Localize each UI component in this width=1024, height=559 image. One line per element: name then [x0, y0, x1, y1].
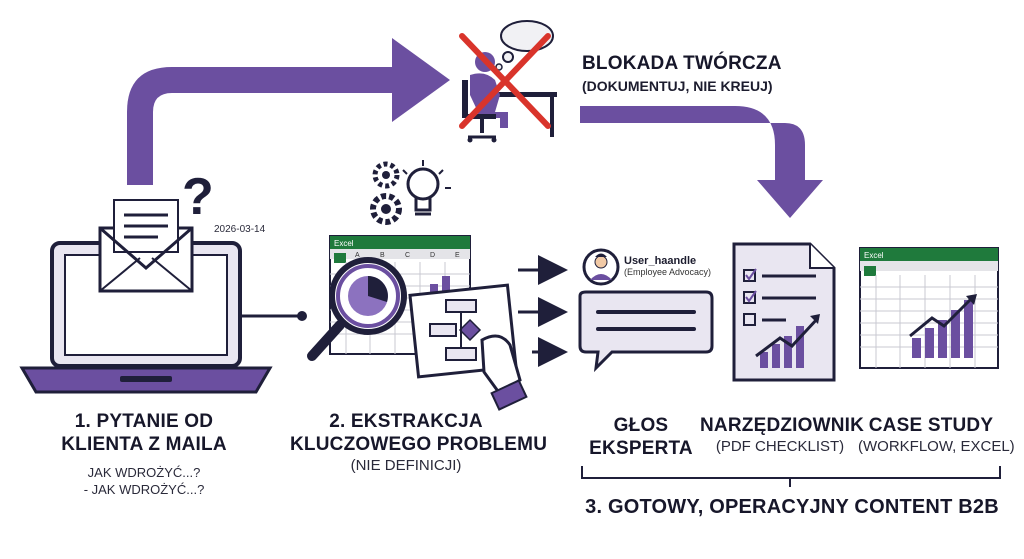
- magnifier-icon: [307, 257, 407, 361]
- excel-col-d: D: [430, 252, 435, 259]
- step1-title-line1: 1. PYTANIE OD: [74, 411, 214, 432]
- case-line1: CASE STUDY: [868, 415, 994, 436]
- toolkit-line1: NARZĘDZIOWNIK: [700, 415, 865, 436]
- blockade-subtitle: (DOKUMENTUJ, NIE KREUJ): [582, 78, 773, 94]
- toolkit-label: NARZĘDZIOWNIK (PDF CHECKLIST): [700, 414, 865, 456]
- profile-handle: User_haandle: [624, 255, 697, 267]
- step2-title-line1: 2. EKSTRAKCJA: [329, 411, 483, 432]
- question-mark-icon: ?: [182, 168, 214, 226]
- profile-label: User_haandle (Employee Advocacy): [624, 255, 711, 277]
- step2-note: (NIE DEFINICJI): [350, 457, 462, 474]
- voice-line1: GŁOS: [613, 415, 669, 436]
- gear-icon: [370, 161, 402, 225]
- step1-note-line1: JAK WDROŻYĆ...?: [87, 465, 201, 480]
- excel-sheet-case-study: [859, 247, 999, 369]
- envelope-icon: [98, 199, 194, 293]
- connector-dot: [297, 311, 307, 321]
- excel-col-c: C: [405, 252, 410, 259]
- step3-bracket: [581, 466, 1001, 487]
- blocked-writer-icon: [459, 20, 557, 143]
- purple-arrow-from-blockade: [580, 106, 823, 218]
- step2-title-line2: KLUCZOWEGO PROBLEMU: [290, 434, 548, 455]
- voice-label: GŁOS EKSPERTA: [586, 414, 696, 460]
- step2-label: 2. EKSTRAKCJA KLUCZOWEGO PROBLEMU (NIE D…: [290, 410, 548, 475]
- growth-chart-icon: [909, 294, 977, 358]
- email-date: 2026-03-14: [214, 224, 266, 235]
- profile-role: (Employee Advocacy): [624, 267, 712, 277]
- excel-col-a: A: [355, 252, 360, 259]
- case-label: CASE STUDY (WORKFLOW, EXCEL): [858, 414, 1015, 456]
- voice-line2: EKSPERTA: [589, 438, 693, 459]
- blockade-title: BLOKADA TWÓRCZA: [582, 53, 782, 74]
- excel-title-1: Excel: [334, 239, 354, 248]
- case-line2: (WORKFLOW, EXCEL): [858, 438, 1015, 455]
- step1-note-line2: - JAK WDROŻYĆ...?: [83, 482, 205, 497]
- blockade-label: BLOKADA TWÓRCZA (DOKUMENTUJ, NIE KREUJ): [582, 52, 782, 94]
- excel-col-b: B: [380, 252, 385, 259]
- step1-title-line2: KLIENTA Z MAILA: [61, 434, 227, 455]
- hand-icon: [480, 334, 528, 411]
- user-avatar-icon: [582, 248, 620, 286]
- excel-col-e: E: [455, 252, 460, 259]
- step3-title: 3. GOTOWY, OPERACYJNY CONTENT B2B: [585, 496, 999, 518]
- lightbulb-icon: [402, 160, 451, 216]
- speech-bubble-icon: [578, 290, 714, 373]
- excel-title-2: Excel: [864, 251, 884, 260]
- purple-arrow-to-blockade: [127, 38, 450, 185]
- thought-cloud-icon: [495, 20, 554, 71]
- step1-label: 1. PYTANIE OD KLIENTA Z MAILA JAK WDROŻY…: [44, 410, 244, 498]
- pie-chart-icon: [348, 276, 388, 316]
- checklist-document-icon: [732, 242, 836, 382]
- toolkit-line2: (PDF CHECKLIST): [715, 438, 845, 455]
